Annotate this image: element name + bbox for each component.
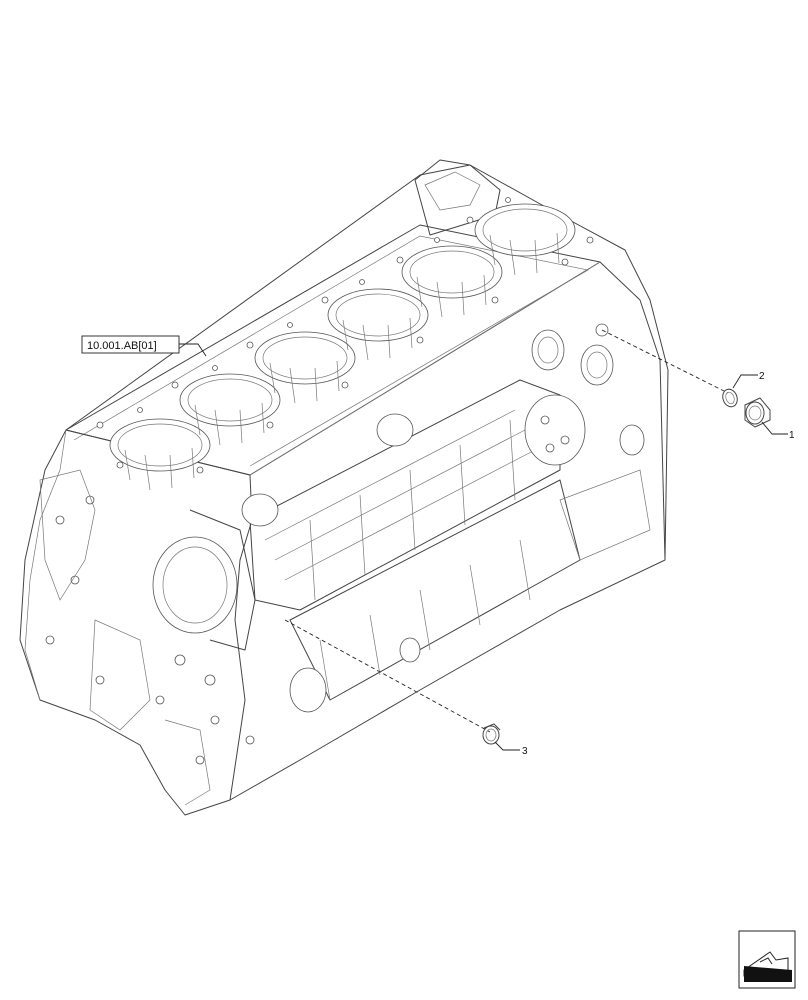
callout-1[interactable]: 1	[789, 430, 795, 441]
reference-label: 10.001.AB[01]	[87, 340, 157, 352]
cylinder-bore	[109, 418, 211, 491]
callout-2[interactable]: 2	[759, 371, 765, 382]
part-1-plug	[744, 397, 788, 435]
part-2-washer	[722, 374, 758, 408]
callout-3[interactable]: 3	[522, 746, 528, 757]
front-face-details	[39, 469, 255, 806]
cylinder-bore	[179, 373, 281, 446]
deck-bolt-holes	[96, 197, 594, 474]
assembly-lines	[284, 329, 729, 733]
side-ports	[241, 323, 651, 713]
part-3-plug	[482, 723, 520, 751]
assembly-line-right	[601, 329, 729, 394]
page-turn-icon[interactable]	[738, 930, 796, 989]
cylinder-bores	[109, 203, 576, 491]
crankcase	[152, 379, 581, 701]
assembly-line-bottom	[284, 619, 491, 733]
cylinder-bore	[327, 288, 429, 361]
cylinder-bore	[474, 203, 576, 276]
cylinder-bore	[401, 245, 503, 318]
cylinder-bore	[254, 331, 356, 404]
engine-block	[19, 159, 669, 816]
reference-box[interactable]: 10.001.AB[01]	[81, 335, 207, 357]
